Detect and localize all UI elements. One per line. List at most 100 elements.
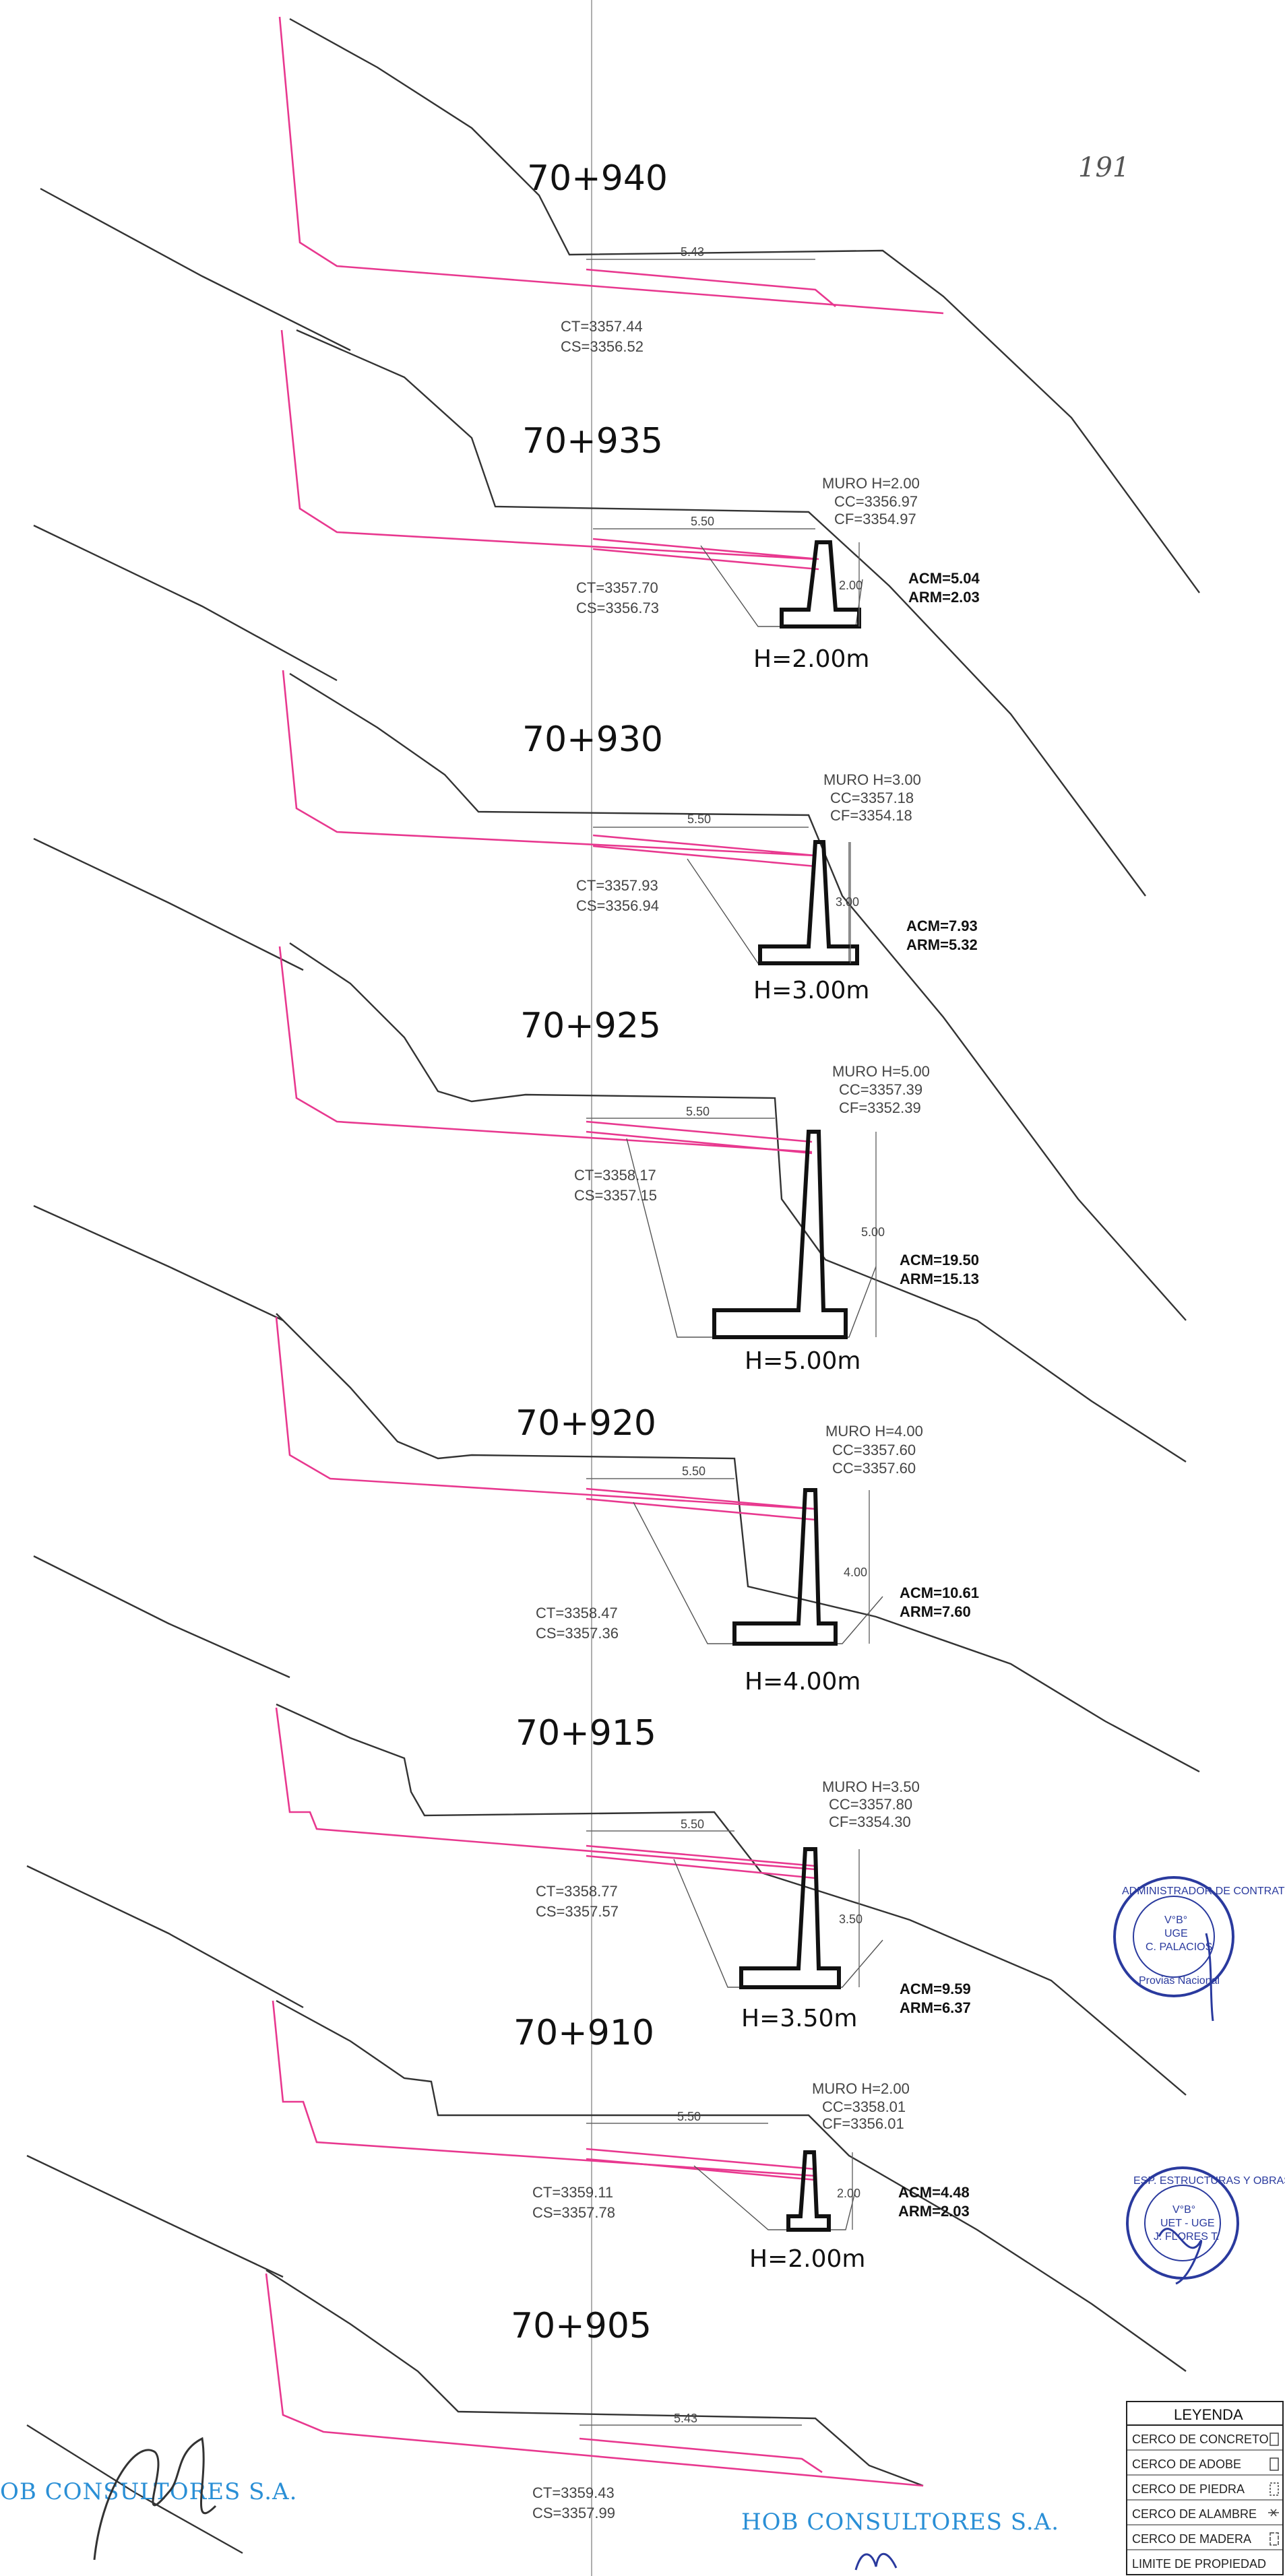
cf-label: CF=3354.97: [834, 511, 916, 527]
ground-line-left: [33, 524, 338, 682]
section-70-905: 70+905 5.43 CT=3359.43 CS=3357.99: [26, 2269, 924, 2554]
section-70-915: 70+915 5.50 3.50 MURO H=3.50 CC=3357.80 …: [26, 1703, 1187, 2096]
cc-label: CC=3357.80: [829, 1796, 912, 1813]
signature-mark: [93, 2437, 217, 2561]
station-label: 70+935: [522, 421, 663, 461]
road-layer: [592, 834, 816, 868]
retaining-wall: [786, 2150, 831, 2232]
width-dimension: 5.50: [677, 2110, 701, 2123]
stamp-admin-line4: C. PALACIOS: [1146, 1941, 1212, 1953]
stamp-struct-line3: UET - UGE: [1160, 2218, 1215, 2229]
legend-box: [1126, 2401, 1284, 2575]
legend-symbol: [1270, 2457, 1279, 2471]
ct-label: CT=3358.47: [536, 1605, 618, 1621]
cs-label: CS=3356.73: [576, 600, 659, 616]
road-layer: [586, 268, 836, 307]
legend-item-label: CERCO DE CONCRETO: [1132, 2433, 1269, 2446]
wall-height-dim: 2.00: [839, 579, 863, 592]
company-signature-left: OB CONSULTORES S.A.: [0, 2437, 296, 2561]
ground-line-left: [33, 837, 304, 971]
station-label: 70+920: [515, 1403, 656, 1444]
legend-item-label: CERCO DE MADERA: [1132, 2532, 1251, 2546]
approval-stamp-structures: ESP. ESTRUCTURAS Y OBRAS DE ARTE V°B° UE…: [1126, 2166, 1285, 2285]
cc-label: CC=3357.39: [839, 1081, 922, 1098]
road-layer: [592, 538, 819, 571]
arm-label: ARM=2.03: [898, 2203, 970, 2220]
legend-item-label: CERCO DE ALAMBRE: [1132, 2507, 1257, 2521]
legend-item: LIMITE DE PROPIEDAD: [1132, 2557, 1266, 2571]
road-profile: [265, 2273, 924, 2487]
section-70-925: 70+925 5.50 5.00 MURO H=5.00 CC=3357.39 …: [33, 942, 1187, 1463]
stamp-admin-line2: V°B°: [1164, 1914, 1187, 1926]
section-70-935: 70+935 5.50 2.00 MURO H=2.00 CC=3356.97 …: [33, 329, 1146, 897]
cc-label: CC=3357.18: [830, 790, 914, 806]
cs-label: CS=3356.94: [576, 897, 659, 914]
legend-item: CERCO DE MADERA: [1127, 2532, 1283, 2550]
station-label: 70+930: [522, 719, 663, 760]
width-dimension: 5.50: [687, 812, 711, 826]
cf-label: CF=3356.01: [822, 2115, 904, 2132]
ground-line: [276, 1703, 1187, 2096]
ct-label: CT=3357.93: [576, 877, 658, 894]
legend-symbol: [1270, 2532, 1279, 2546]
arm-label: ARM=2.03: [908, 589, 980, 606]
ct-label: CT=3358.77: [536, 1883, 618, 1900]
legend-item-label: CERCO DE PIEDRA: [1132, 2482, 1245, 2496]
ground-line-left: [26, 2154, 284, 2278]
page-number: 191: [1078, 152, 1129, 183]
cc-label: CC=3357.60: [832, 1442, 916, 1458]
wall-height-dim: 3.00: [836, 895, 859, 909]
ground-line-left: [26, 1865, 304, 2009]
company-signature-right: HOB CONSULTORES S.A.: [741, 2509, 1059, 2571]
station-label: 70+940: [527, 158, 668, 199]
muro-label: MURO H=2.00: [812, 2080, 910, 2097]
ground-line: [296, 329, 1146, 897]
ground-line: [276, 1313, 1200, 1773]
road-profile: [278, 16, 944, 315]
section-70-930: 70+930 5.50 3.00 MURO H=3.00 CC=3357.18 …: [33, 670, 1187, 1321]
wall-height-label: H=5.00m: [745, 1347, 860, 1375]
road-layer: [586, 1844, 816, 1879]
retaining-wall: [712, 1130, 848, 1339]
cc-label: CC=3356.97: [834, 493, 918, 510]
legend-title: LEYENDA: [1174, 2406, 1243, 2423]
legend: LEYENDA CERCO DE CONCRETO CERCO DE ADOBE…: [1126, 2401, 1284, 2575]
station-label: 70+915: [515, 1713, 656, 1753]
legend-item: CERCO DE CONCRETO: [1127, 2433, 1283, 2451]
road-profile: [282, 670, 816, 857]
cf-label: CF=3354.30: [829, 1813, 911, 1830]
muro-label: MURO H=5.00: [832, 1063, 930, 1080]
wall-height-label: H=4.00m: [745, 1668, 860, 1696]
width-dimension: 5.43: [681, 245, 704, 259]
signature-mark: [854, 2552, 898, 2571]
ground-line-left: [33, 1555, 290, 1679]
acm-label: ACM=7.93: [906, 917, 978, 934]
legend-item: CERCO DE ADOBE: [1127, 2457, 1283, 2476]
signature-mark: [1158, 2228, 1203, 2285]
arm-label: ARM=15.13: [900, 1270, 979, 1287]
wall-height-label: H=3.50m: [741, 2005, 857, 2032]
legend-item: CERCO DE PIEDRA: [1127, 2482, 1283, 2501]
ct-label: CT=3357.70: [576, 579, 658, 596]
ground-line: [289, 18, 1200, 593]
stamp-struct-line4: J. FLORES T.: [1154, 2231, 1220, 2243]
road-profile: [278, 946, 813, 1153]
legend-item: CERCO DE ALAMBRE: [1127, 2507, 1283, 2525]
excavation-line: [626, 1138, 877, 1338]
legend-symbol: [1270, 2482, 1279, 2496]
cs-label: CS=3357.99: [532, 2505, 615, 2521]
legend-symbol: [1270, 2433, 1279, 2446]
width-dimension: 5.50: [691, 515, 714, 528]
road-layer: [586, 1120, 813, 1155]
acm-label: ACM=9.59: [900, 1981, 971, 1997]
stamp-struct-line2: V°B°: [1172, 2204, 1195, 2216]
arm-label: ARM=6.37: [900, 1999, 971, 2016]
legend-item-label: CERCO DE ADOBE: [1132, 2457, 1241, 2471]
cf-label: CC=3357.60: [832, 1460, 916, 1477]
road-layer: [586, 2148, 816, 2181]
station-label: 70+925: [520, 1006, 661, 1046]
wall-height-dim: 3.50: [839, 1912, 863, 1926]
stamp-admin-line1: ADMINISTRADOR DE CONTRATO: [1122, 1886, 1285, 1897]
wall-height-dim: 5.00: [861, 1225, 885, 1239]
